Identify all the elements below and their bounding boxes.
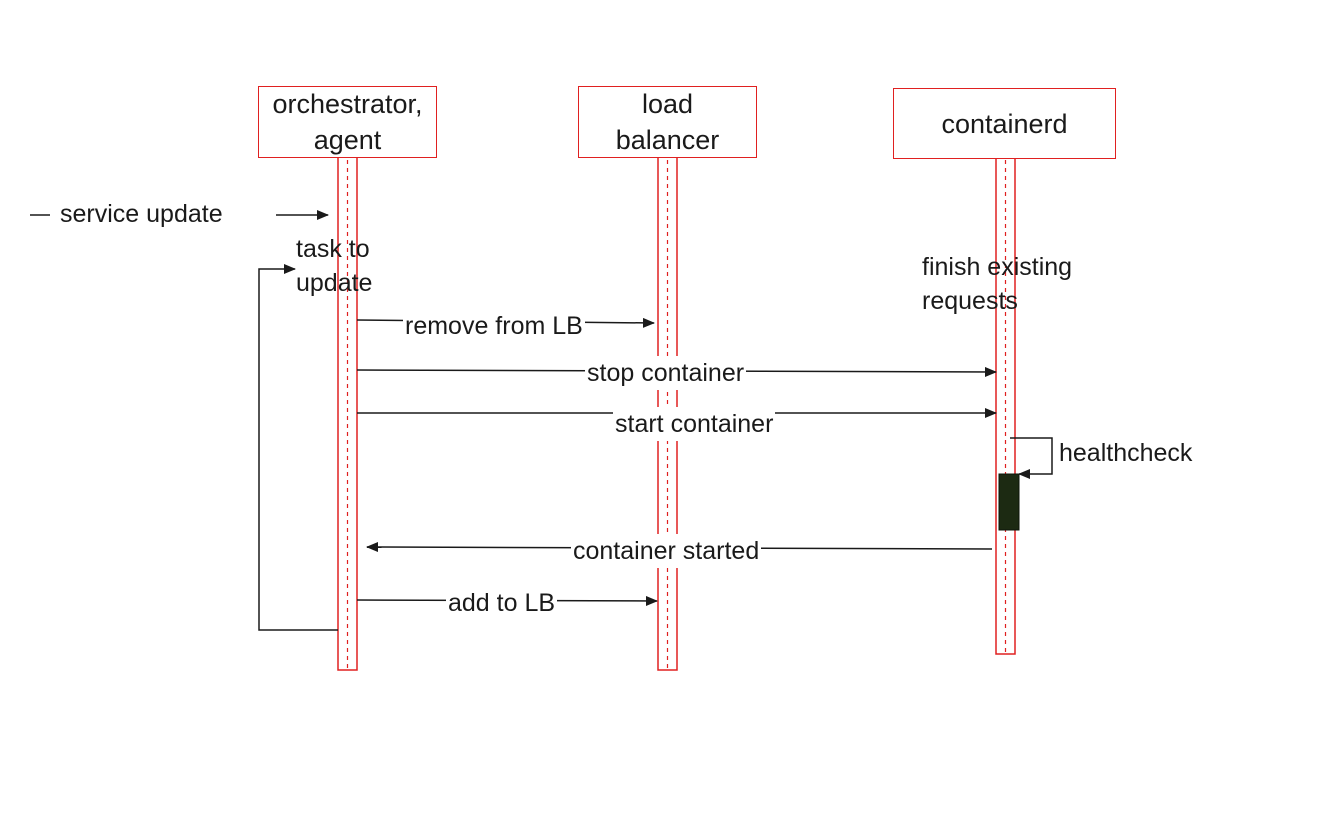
container-started-label: container started xyxy=(571,534,762,568)
participant-containerd-label: containerd xyxy=(941,108,1068,139)
participant-orchestrator: orchestrator, agent xyxy=(258,86,437,158)
activation-bar xyxy=(998,473,1020,531)
stop-container-label: stop container xyxy=(585,356,747,390)
lifeline-containerd xyxy=(995,156,1016,655)
service-update-label: service update xyxy=(60,200,223,228)
participant-load-balancer: load balancer xyxy=(578,86,757,158)
healthcheck-arrow xyxy=(1010,437,1053,479)
remove-from-lb-label: remove from LB xyxy=(403,309,585,343)
participant-load-balancer-label: load balancer xyxy=(615,89,720,155)
loop-arrow xyxy=(258,264,338,631)
participant-orchestrator-label: orchestrator, agent xyxy=(272,89,423,155)
finish-existing-requests-label: finish existing requests xyxy=(922,253,1073,315)
participant-containerd: containerd xyxy=(893,88,1116,159)
task-to-update-label: task to update xyxy=(296,235,373,297)
healthcheck-label: healthcheck xyxy=(1059,439,1193,467)
start-container-label: start container xyxy=(613,407,776,441)
add-to-lb-label: add to LB xyxy=(446,586,558,620)
